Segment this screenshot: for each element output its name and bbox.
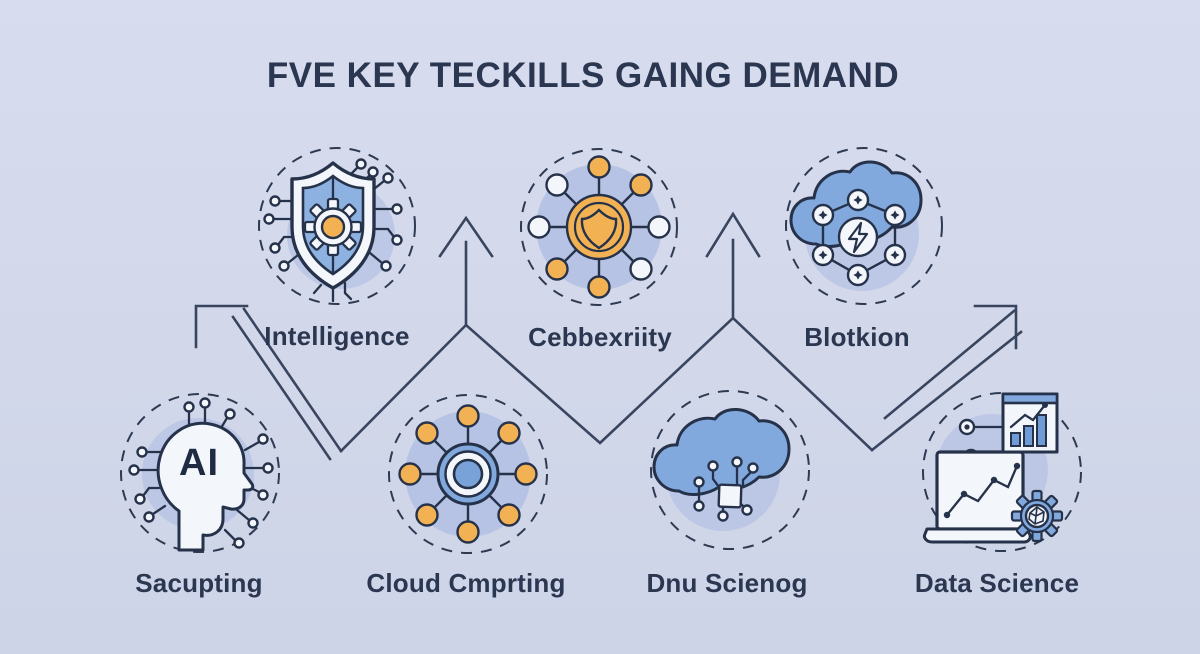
skill-label-cloud-cmprting: Cloud Cmprting (366, 568, 566, 598)
laptop-analytics-gear-icon (922, 392, 1082, 552)
laptop-screen (935, 450, 1025, 531)
block-nodes (811, 188, 907, 287)
page-title: FVE KEY TECKILLS GAING DEMAND (266, 56, 900, 95)
ai-label: AI (179, 442, 219, 484)
skill-label-intelligence: Intelligence (264, 321, 410, 351)
shield-gear-circuit-icon (258, 147, 416, 305)
lightning-icon (847, 221, 869, 254)
skill-label-dnu-scienog: Dnu Scienog (646, 568, 808, 598)
gear-icon (303, 197, 363, 257)
ai-head-circuit-icon: AI (120, 393, 280, 553)
network-shield-icon (520, 148, 678, 306)
arrow-up-left-icon (194, 304, 249, 349)
shield-outline-icon (580, 208, 618, 250)
head-profile-icon (156, 421, 255, 552)
gear-icon (1010, 489, 1064, 543)
arrow-up-icon (438, 215, 494, 258)
chip-icon (717, 483, 743, 509)
skill-label-cebbexriity: Cebbexriity (528, 322, 672, 352)
cloud-chip-circuit-icon (650, 390, 810, 550)
arrow-up-icon (705, 211, 761, 258)
skill-label-sacupting: Sacupting (135, 568, 263, 598)
hub-network-icon (388, 394, 548, 554)
skill-label-data-science: Data Science (914, 568, 1080, 598)
arrow-up-right-icon (973, 304, 1018, 350)
cloud-blockchain-icon (785, 147, 943, 305)
laptop-base (923, 527, 1032, 544)
skill-label-blotkion: Blotkion (804, 322, 910, 352)
